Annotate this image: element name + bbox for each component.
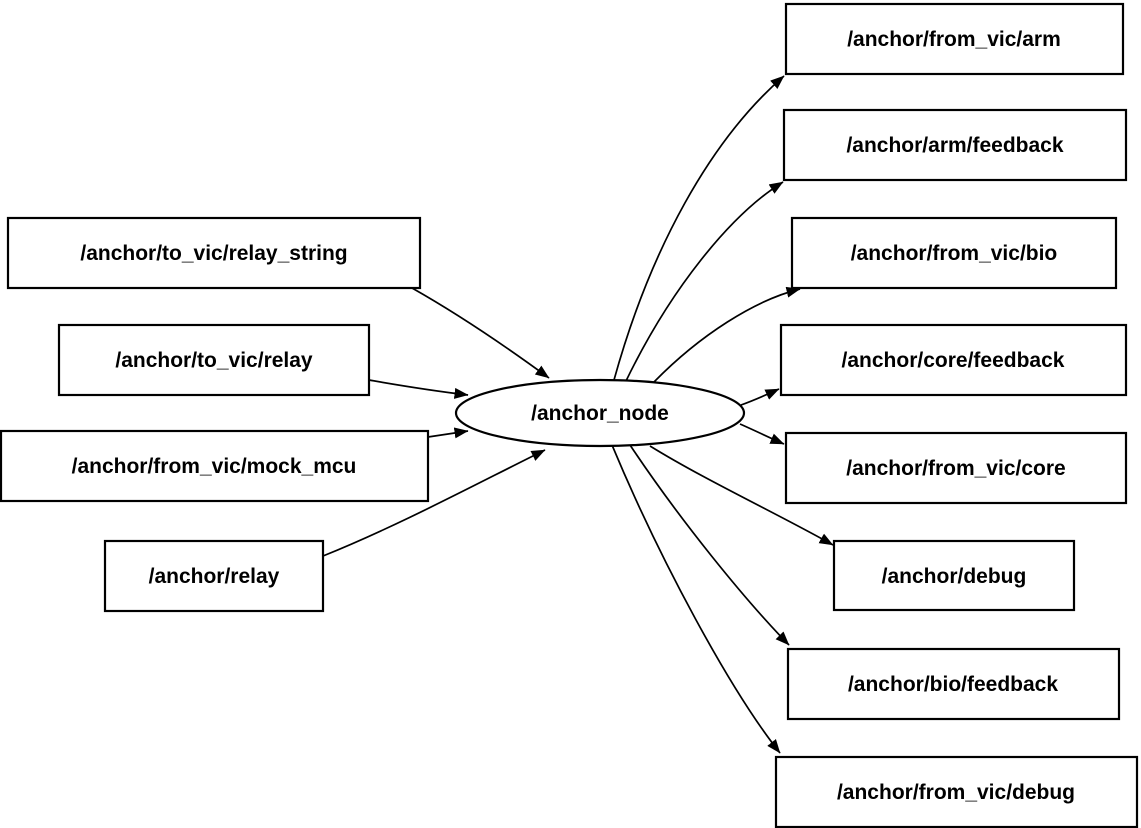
- edge-to-vic-relay-to-anchor-node: [368, 379, 469, 399]
- topic-box: [782, 108, 1128, 182]
- topic-label: /anchor/from_vic/debug: [837, 781, 1075, 804]
- topic-label: /anchor/debug: [882, 565, 1027, 588]
- topic-node-to-vic-relay-string: /anchor/to_vic/relay_string: [6, 216, 422, 290]
- node-ellipse: [454, 378, 746, 448]
- topic-label: /anchor/bio/feedback: [848, 673, 1058, 696]
- edge-anchor-node-to-from-vic-arm: [613, 75, 785, 381]
- topic-node-from-vic-debug: /anchor/from_vic/debug: [774, 755, 1139, 828]
- topic-node-bio-feedback: /anchor/bio/feedback: [786, 647, 1121, 721]
- edge-anchor-node-to-from-vic-debug: [611, 444, 781, 754]
- topic-label: /anchor/from_vic/mock_mcu: [72, 455, 357, 478]
- topic-label: /anchor/to_vic/relay: [115, 349, 313, 372]
- edge-anchor-node-to-from-vic-core: [739, 423, 785, 445]
- topic-node-debug: /anchor/debug: [832, 539, 1076, 612]
- topic-node-from-vic-bio: /anchor/from_vic/bio: [790, 216, 1118, 290]
- topic-node-from-vic-core: /anchor/from_vic/core: [784, 431, 1128, 505]
- topic-label: /anchor/to_vic/relay_string: [80, 242, 347, 265]
- edge-anchor-node-to-core-feedback: [740, 388, 780, 406]
- topic-box: [790, 216, 1118, 290]
- topic-box: [6, 216, 422, 290]
- topic-label: /anchor/from_vic/bio: [851, 242, 1058, 265]
- topic-node-core-feedback: /anchor/core/feedback: [779, 323, 1128, 397]
- topic-label: /anchor/from_vic/arm: [847, 28, 1061, 51]
- edge-from-vic-mock-mcu-to-anchor-node: [427, 427, 469, 439]
- topic-node-relay: /anchor/relay: [103, 539, 325, 613]
- edge-relay-to-anchor-node: [322, 449, 546, 557]
- topic-node-to-vic-relay: /anchor/to_vic/relay: [57, 323, 371, 397]
- topic-box: [57, 323, 371, 397]
- edge-to-vic-relay-string-to-anchor-node: [411, 287, 550, 379]
- topic-box: [786, 647, 1121, 721]
- node-anchor-node: /anchor_node: [454, 378, 746, 448]
- topic-node-arm-feedback: /anchor/arm/feedback: [782, 108, 1128, 182]
- topic-node-from-vic-mock-mcu: /anchor/from_vic/mock_mcu: [0, 429, 430, 503]
- topic-box: [774, 755, 1139, 828]
- topic-box: [103, 539, 325, 613]
- topic-node-from-vic-arm: /anchor/from_vic/arm: [784, 2, 1125, 76]
- topic-label: /anchor/core/feedback: [842, 349, 1065, 372]
- topic-box: [832, 539, 1076, 612]
- topic-box: [784, 2, 1125, 76]
- edge-anchor-node-to-bio-feedback: [629, 444, 790, 646]
- edge-anchor-node-to-arm-feedback: [625, 181, 784, 382]
- edge-anchor-node-to-from-vic-bio: [653, 286, 801, 383]
- node-label: /anchor_node: [531, 402, 669, 425]
- topic-label: /anchor/arm/feedback: [846, 134, 1063, 157]
- edge-anchor-node-to-debug: [649, 445, 834, 546]
- topic-label: /anchor/from_vic/core: [846, 457, 1065, 480]
- topic-box: [784, 431, 1128, 505]
- topic-label: /anchor/relay: [149, 565, 280, 588]
- topic-box: [779, 323, 1128, 397]
- topic-box: [0, 429, 430, 503]
